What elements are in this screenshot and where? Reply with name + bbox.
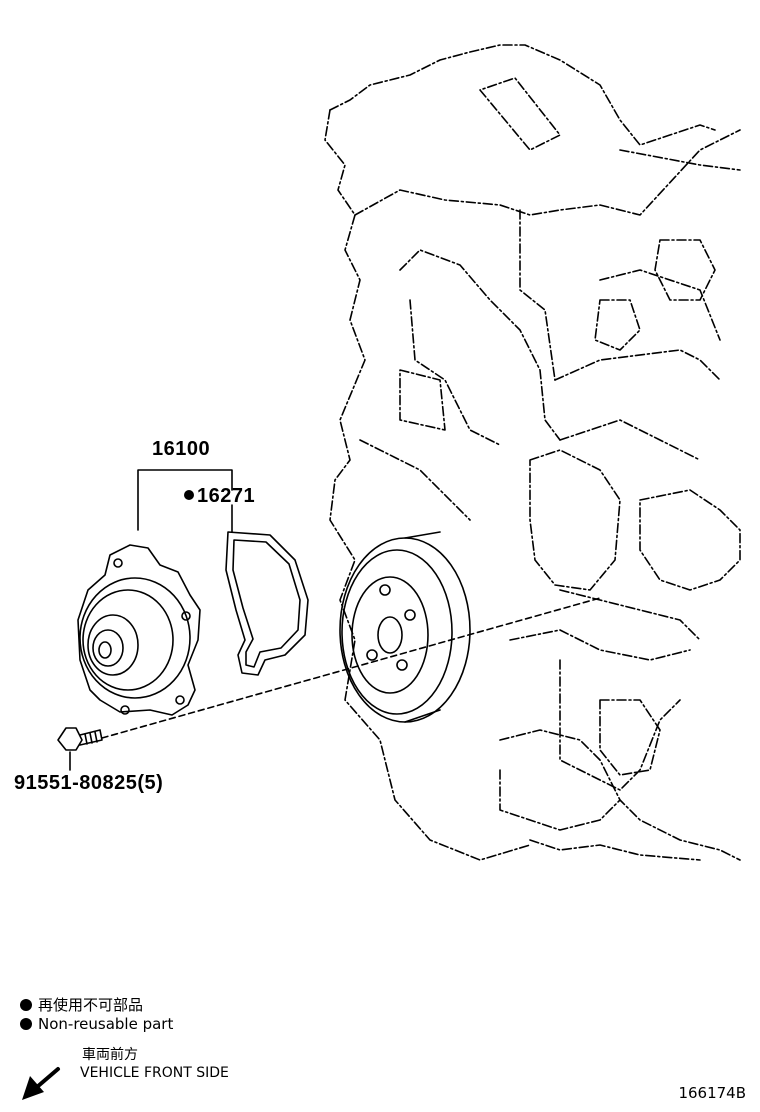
- front-direction-jp: 車両前方: [82, 1047, 138, 1063]
- diagram-id: 166174B: [678, 1084, 746, 1102]
- legend-text-en: Non-reusable part: [38, 1015, 174, 1033]
- filled-circle-icon: [20, 1018, 32, 1030]
- leader-16100: [137, 469, 233, 531]
- bolt-91551: [57, 727, 103, 751]
- gasket-16271: [225, 531, 309, 676]
- legend-non-reusable-en: Non-reusable part: [20, 1015, 173, 1033]
- front-direction-en: VEHICLE FRONT SIDE: [80, 1065, 229, 1081]
- legend-text-jp: 再使用不可部品: [38, 996, 144, 1014]
- crankshaft-pulley: [339, 531, 471, 723]
- part-label-bolt: 91551-80825(5): [14, 772, 164, 794]
- engine-block-outline: [324, 44, 741, 861]
- part-label-water-pump: 16100: [152, 438, 211, 460]
- legend-non-reusable-jp: 再使用不可部品: [20, 994, 143, 1015]
- gasket-part-number: 16271: [197, 485, 256, 507]
- arrow-down-left-icon: [22, 1067, 60, 1100]
- filled-circle-icon: [20, 999, 32, 1011]
- assembly-line: [101, 597, 601, 739]
- part-label-gasket: 16271: [184, 485, 255, 508]
- water-pump-16100: [77, 544, 201, 716]
- filled-circle-icon: [184, 490, 194, 500]
